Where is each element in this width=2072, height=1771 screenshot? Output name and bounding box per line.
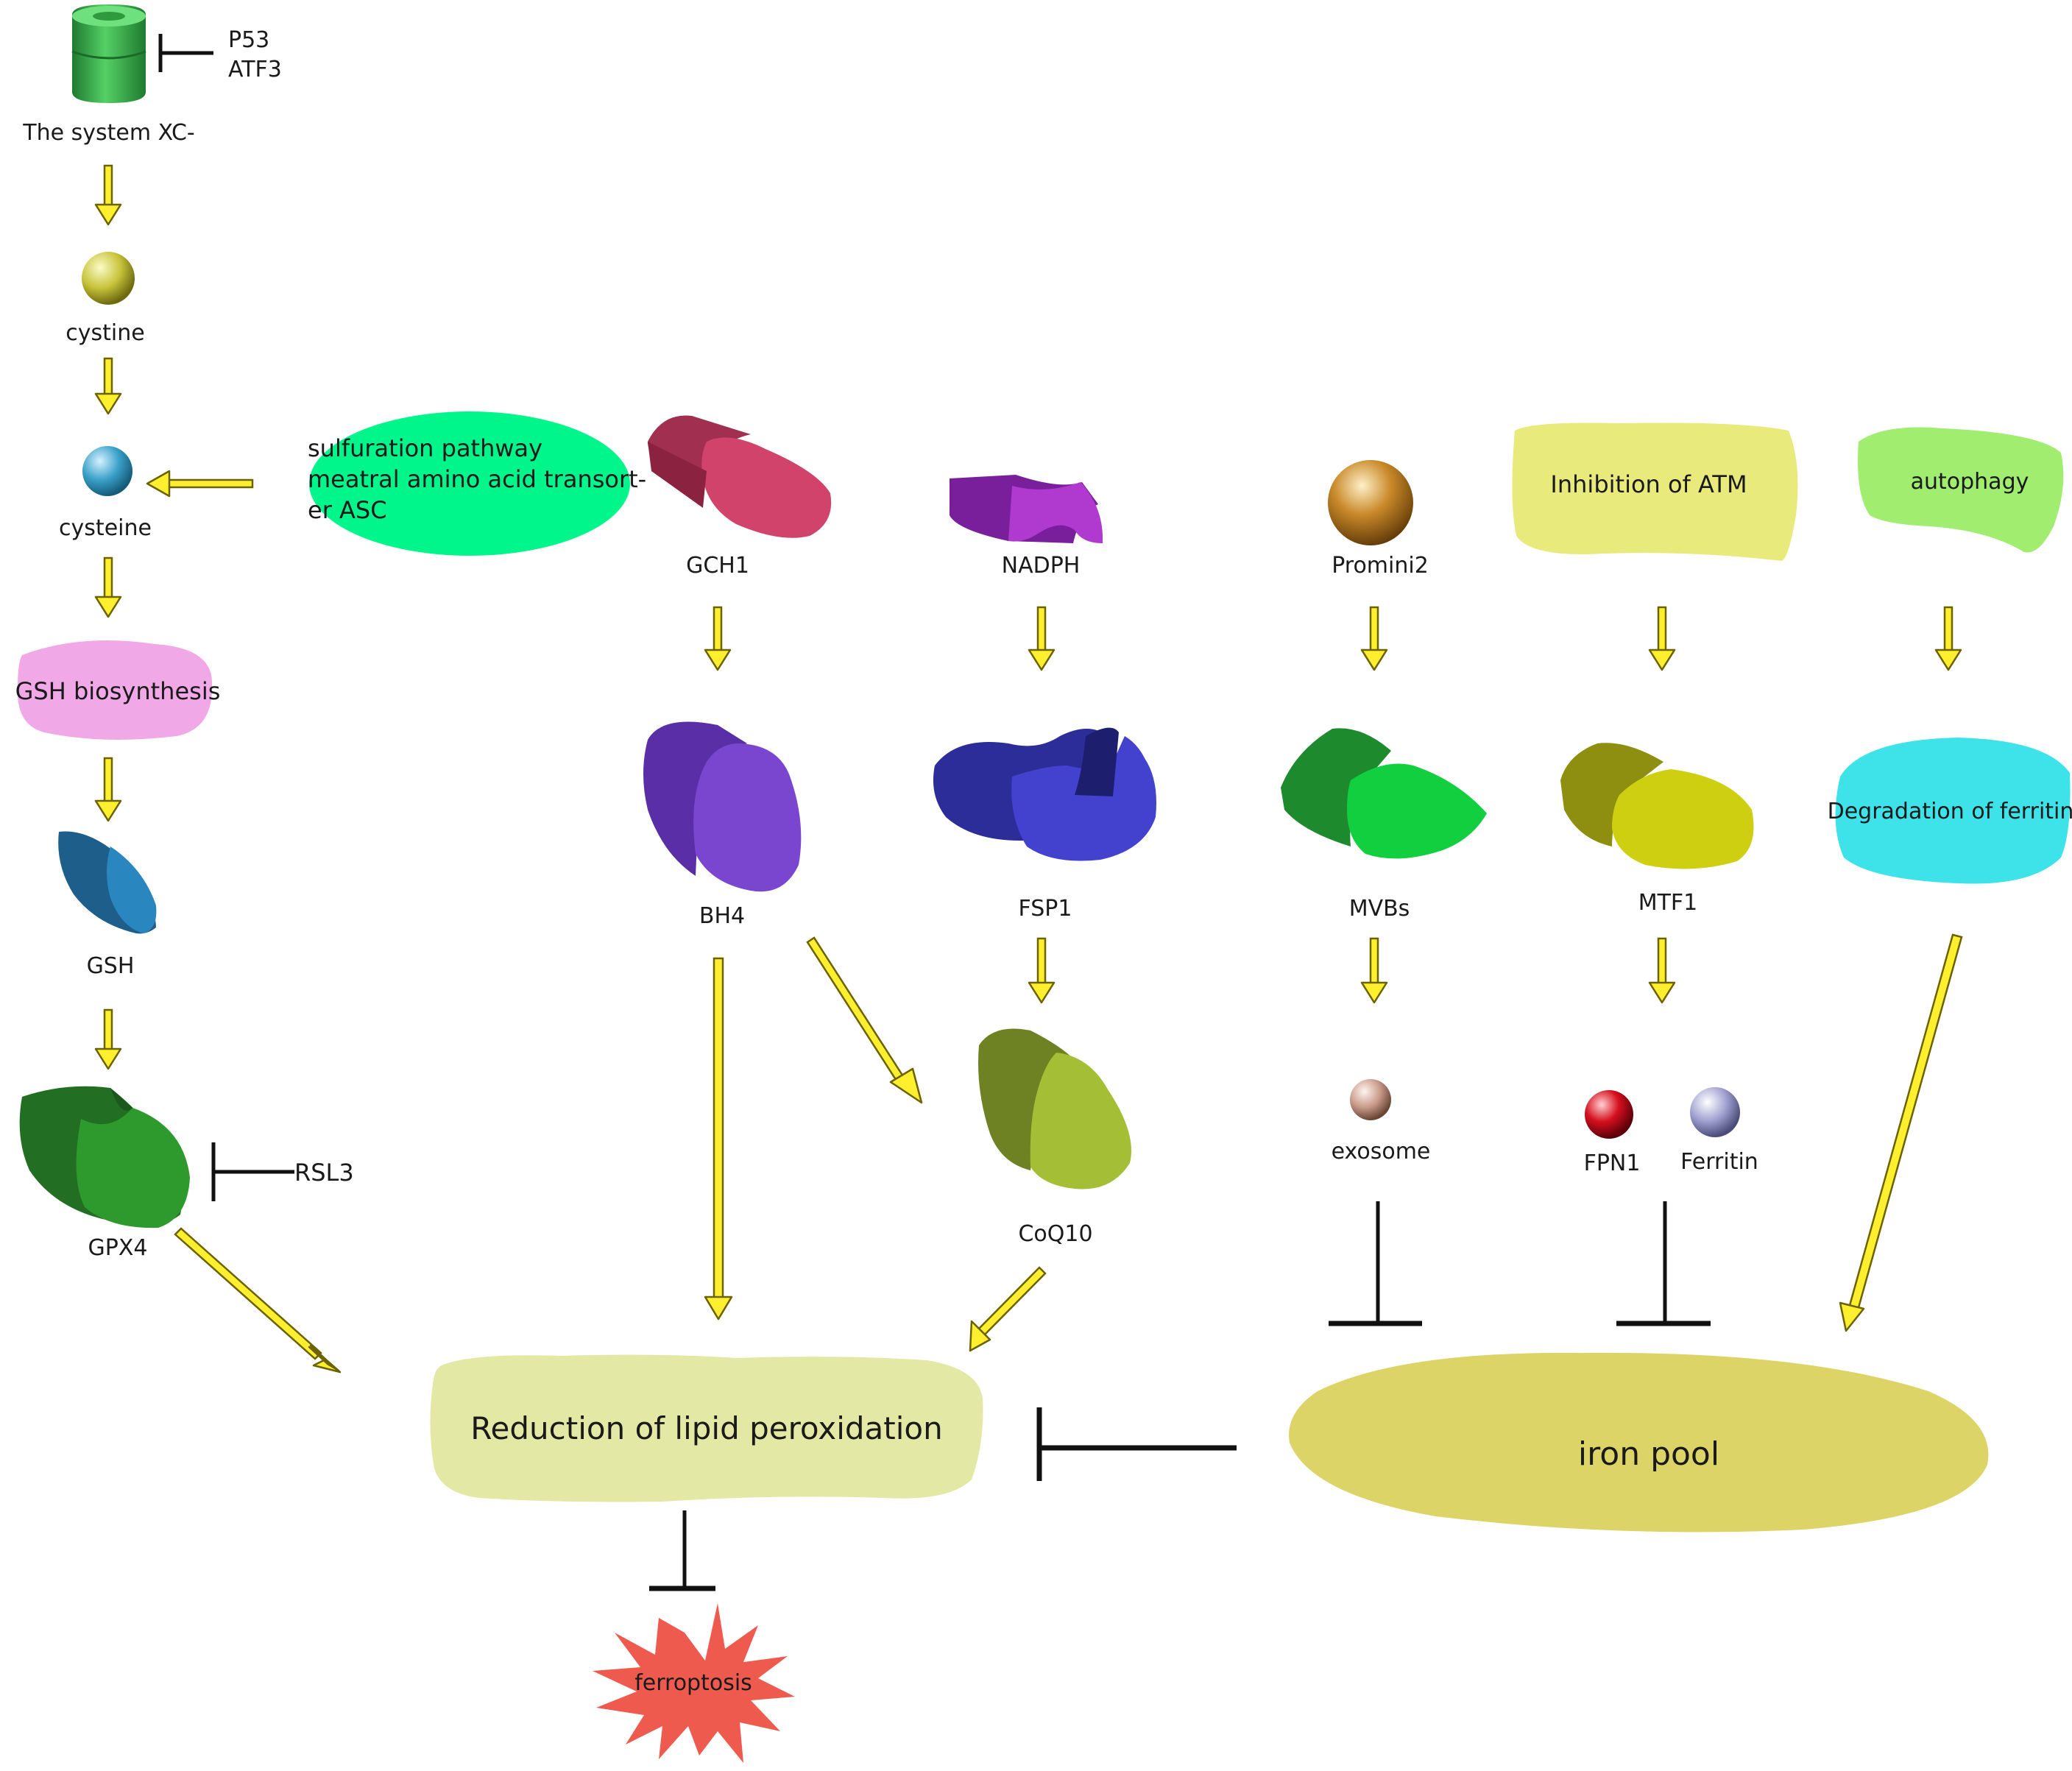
- fsp1-icon: [933, 727, 1156, 861]
- ferroptosis-burst: [593, 1603, 795, 1763]
- arrow-sulfuration-to-cysteine: [146, 470, 254, 498]
- sulfuration-pathway-node: [309, 411, 630, 556]
- autophagy-node: [1858, 427, 2064, 553]
- fpn1-label: FPN1: [1584, 1150, 1641, 1176]
- gpx4-icon: [19, 1086, 190, 1229]
- cystine-label: cystine: [66, 320, 144, 346]
- inhibition-atm-label: Inhibition of ATM: [1550, 470, 1747, 498]
- rsl3-label: RSL3: [294, 1159, 354, 1187]
- inhibition-atm-node: [1512, 423, 1798, 561]
- arrow-autophagy-to-degradation: [1934, 606, 1962, 671]
- arrow-mvbs-to-exosome: [1360, 937, 1388, 1004]
- coq10-label: CoQ10: [1018, 1221, 1092, 1247]
- fpn1-icon: [1585, 1090, 1633, 1139]
- sulfuration-line1: sulfuration pathway: [308, 434, 542, 462]
- system-xc-label: The system XC-: [22, 120, 194, 146]
- fpn1-ferritin-inhibits-iron-pool: [1616, 1201, 1711, 1326]
- arrow-bh4-to-reduction: [704, 957, 733, 1321]
- sulfuration-line2: meatral amino acid transort-: [308, 465, 646, 493]
- degradation-ferritin-label: Degradation of ferritin: [1828, 799, 2072, 824]
- coq10-icon: [978, 1028, 1131, 1189]
- cysteine-icon: [82, 446, 132, 496]
- arrow-bh4-to-coq10: [806, 936, 923, 1104]
- reduction-lipid-node: [430, 1354, 983, 1502]
- nadph-label: NADPH: [1002, 553, 1081, 579]
- autophagy-label: autophagy: [1911, 469, 2029, 495]
- arrow-xc-to-cystine: [94, 164, 122, 226]
- gsh-biosynthesis-label: GSH biosynthesis: [15, 677, 221, 705]
- arrow-promini2-to-mvbs: [1360, 606, 1388, 671]
- iron-pool-inhibits-reduction: [1036, 1407, 1237, 1481]
- gsh-icon: [58, 831, 157, 934]
- gsh-biosynthesis-node: [17, 640, 213, 740]
- system-xc-icon: [71, 4, 146, 103]
- ferritin-icon: [1690, 1087, 1740, 1137]
- rsl3-inhibition: [211, 1142, 294, 1201]
- p53-label: P53: [228, 27, 269, 53]
- arrow-cysteine-to-gsh-biosynthesis: [94, 556, 122, 618]
- ferroptosis-label: ferroptosis: [634, 1670, 752, 1696]
- exosome-inhibits-iron-pool: [1329, 1201, 1422, 1326]
- arrow-degradation-to-iron-pool: [1839, 933, 1963, 1332]
- mtf1-icon: [1560, 743, 1754, 869]
- degradation-ferritin-node: [1835, 738, 2071, 884]
- promini2-icon: [1328, 460, 1413, 545]
- exosome-label: exosome: [1332, 1139, 1431, 1164]
- arrow-gsh-biosynthesis-to-gsh: [94, 757, 122, 822]
- reduction-inhibits-ferroptosis: [649, 1510, 715, 1591]
- exosome-icon: [1350, 1079, 1391, 1120]
- arrow-nadph-to-fsp1: [1028, 606, 1056, 671]
- promini2-label: Promini2: [1332, 553, 1429, 579]
- nadph-icon: [950, 475, 1103, 543]
- iron-pool-node: [1289, 1352, 1989, 1533]
- arrow-gch1-to-bh4: [704, 606, 732, 671]
- sulfuration-line3: er ASC: [308, 496, 387, 524]
- atf3-label: ATF3: [228, 57, 282, 82]
- gsh-label: GSH: [87, 953, 135, 979]
- arrow-coq10-to-reduction: [969, 1266, 1047, 1352]
- reduction-lipid-label: Reduction of lipid peroxidation: [470, 1410, 942, 1446]
- arrow-mtf1-to-fpn1: [1648, 937, 1676, 1004]
- mvbs-label: MVBs: [1349, 896, 1410, 922]
- mtf1-label: MTF1: [1638, 890, 1698, 916]
- iron-pool-label: iron pool: [1578, 1435, 1719, 1473]
- fsp1-label: FSP1: [1019, 896, 1072, 922]
- arrow-gpx4-to-reduction: [174, 1227, 342, 1374]
- p53-atf3-inhibition: [158, 34, 213, 72]
- bh4-label: BH4: [699, 903, 745, 929]
- ferritin-label: Ferritin: [1680, 1149, 1758, 1175]
- cysteine-label: cysteine: [59, 515, 152, 541]
- arrow-fsp1-to-coq10: [1028, 937, 1056, 1004]
- gch1-label: GCH1: [686, 553, 749, 579]
- gch1-icon: [648, 415, 832, 538]
- bh4-icon: [643, 721, 802, 892]
- cystine-icon: [82, 252, 135, 305]
- mvbs-icon: [1281, 728, 1487, 859]
- gpx4-label: GPX4: [88, 1235, 148, 1261]
- arrow-gsh-to-gpx4: [94, 1008, 122, 1070]
- arrow-cystine-to-cysteine: [94, 357, 122, 415]
- arrow-atm-to-mtf1: [1648, 606, 1676, 671]
